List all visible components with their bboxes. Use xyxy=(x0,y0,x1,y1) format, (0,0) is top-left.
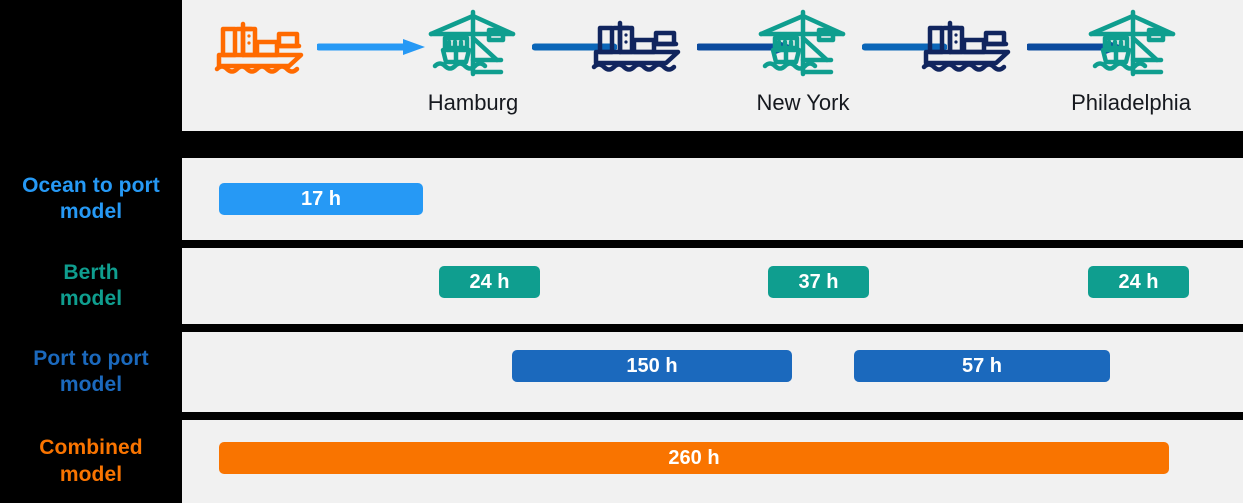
row-label-berth-line2: model xyxy=(59,287,123,310)
bar-berth-newyork-37h[interactable]: 37 h xyxy=(768,266,869,298)
row-label-berth: Berth model xyxy=(0,248,182,324)
arrow-origin-to-hamburg xyxy=(317,38,427,56)
port-label-newyork: New York xyxy=(756,90,850,115)
row-label-ocean-to-port: Ocean to port model xyxy=(0,158,182,240)
cargo-ship-origin-icon xyxy=(213,14,309,76)
port-crane-hamburg-icon xyxy=(427,8,519,80)
row-label-combined-line1: Combined xyxy=(39,436,143,460)
port-crane-philadelphia-icon xyxy=(1087,8,1179,80)
cargo-ship-coastal-icon xyxy=(920,16,1016,74)
row-panel-berth: 24 h 37 h 24 h xyxy=(182,248,1243,324)
bar-berth-hamburg-24h[interactable]: 24 h xyxy=(439,266,540,298)
row-label-combined: Combined model xyxy=(0,420,182,503)
bar-port-to-port-57h[interactable]: 57 h xyxy=(854,350,1110,382)
port-label-philadelphia: Philadelphia xyxy=(1071,90,1191,115)
bar-ocean-to-port-17h[interactable]: 17 h xyxy=(219,183,423,215)
port-label-hamburg: Hamburg xyxy=(427,90,519,115)
row-label-port-to-port-line1: Port to port xyxy=(33,346,149,370)
row-label-ocean-to-port-line2: model xyxy=(59,200,123,223)
row-label-ocean-to-port-line1: Ocean to port xyxy=(22,173,160,197)
row-label-combined-line2: model xyxy=(59,462,123,486)
row-label-port-to-port: Port to port model xyxy=(0,332,182,412)
bar-combined-260h[interactable]: 260 h xyxy=(219,442,1169,474)
cargo-ship-atlantic-icon xyxy=(590,16,686,74)
route-header-panel: Hamburg New York Philadelphia xyxy=(182,0,1243,131)
row-panel-combined: 260 h xyxy=(182,420,1243,503)
row-panel-port-to-port: 150 h 57 h xyxy=(182,332,1243,412)
bar-port-to-port-150h[interactable]: 150 h xyxy=(512,350,792,382)
bar-berth-philadelphia-24h[interactable]: 24 h xyxy=(1088,266,1189,298)
port-crane-newyork-icon xyxy=(757,8,849,80)
row-label-berth-line1: Berth xyxy=(63,260,119,284)
row-label-port-to-port-line2: model xyxy=(59,373,123,396)
row-panel-ocean-to-port: 17 h xyxy=(182,158,1243,240)
